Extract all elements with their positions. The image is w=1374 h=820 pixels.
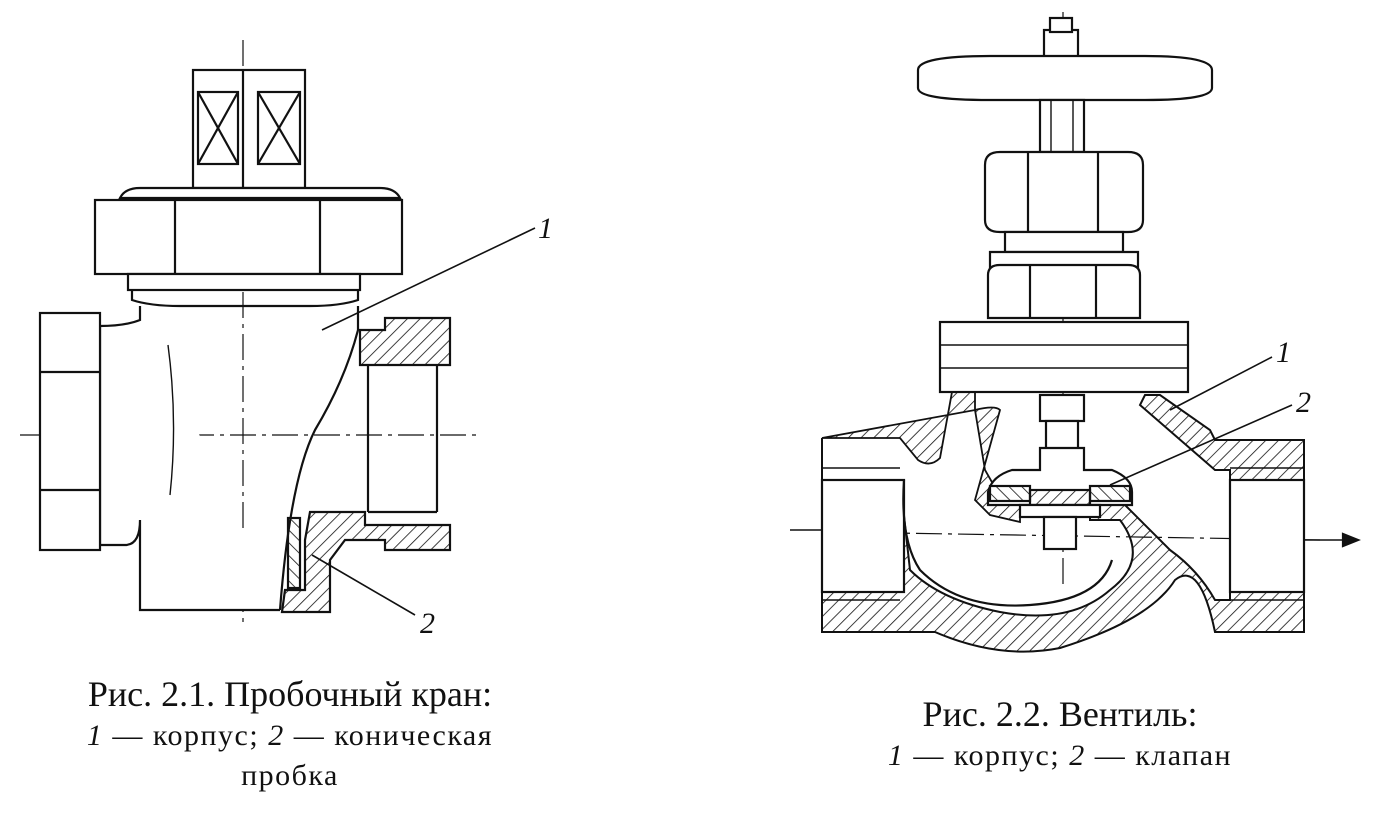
legend-text-1: — корпус; bbox=[103, 719, 269, 752]
label-1-fig2: 1 bbox=[1276, 336, 1291, 369]
legend-num-1: 1 bbox=[86, 719, 104, 752]
legend-num-2-fig2: 2 bbox=[1069, 739, 1086, 772]
leader-line-1 bbox=[321, 227, 536, 331]
plug-valve-drawing bbox=[20, 40, 536, 625]
caption-title-fig1: Рис. 2.1. Пробочный кран: bbox=[87, 674, 493, 714]
globe-valve-drawing bbox=[790, 12, 1361, 653]
leader-line-1-valve bbox=[1169, 356, 1273, 411]
legend-num-2: 2 bbox=[268, 719, 285, 752]
caption-legend-fig2: 1 — корпус; 2 — клапан bbox=[820, 736, 1300, 776]
caption-legend-line2-fig1: пробка bbox=[241, 759, 339, 792]
legend-text-2-fig2: — клапан bbox=[1085, 739, 1233, 772]
caption-fig-2-1: Рис. 2.1. Пробочный кран: 1 — корпус; 2 … bbox=[10, 672, 570, 796]
caption-fig-2-2: Рис. 2.2. Вентиль: 1 — корпус; 2 — клапа… bbox=[820, 692, 1300, 776]
legend-text-1-fig2: — корпус; bbox=[904, 739, 1070, 772]
label-2-fig2: 2 bbox=[1296, 386, 1311, 419]
caption-title-fig2: Рис. 2.2. Вентиль: bbox=[922, 694, 1198, 734]
leader-line-2-valve bbox=[1109, 404, 1293, 486]
leader-line-2 bbox=[311, 554, 416, 616]
label-2-fig1: 2 bbox=[420, 607, 435, 640]
legend-text-2: — коническая bbox=[284, 719, 494, 752]
label-1-fig1: 1 bbox=[538, 212, 553, 245]
legend-num-1-fig2: 1 bbox=[887, 739, 905, 772]
caption-legend-fig1: 1 — корпус; 2 — коническая bbox=[10, 716, 570, 756]
